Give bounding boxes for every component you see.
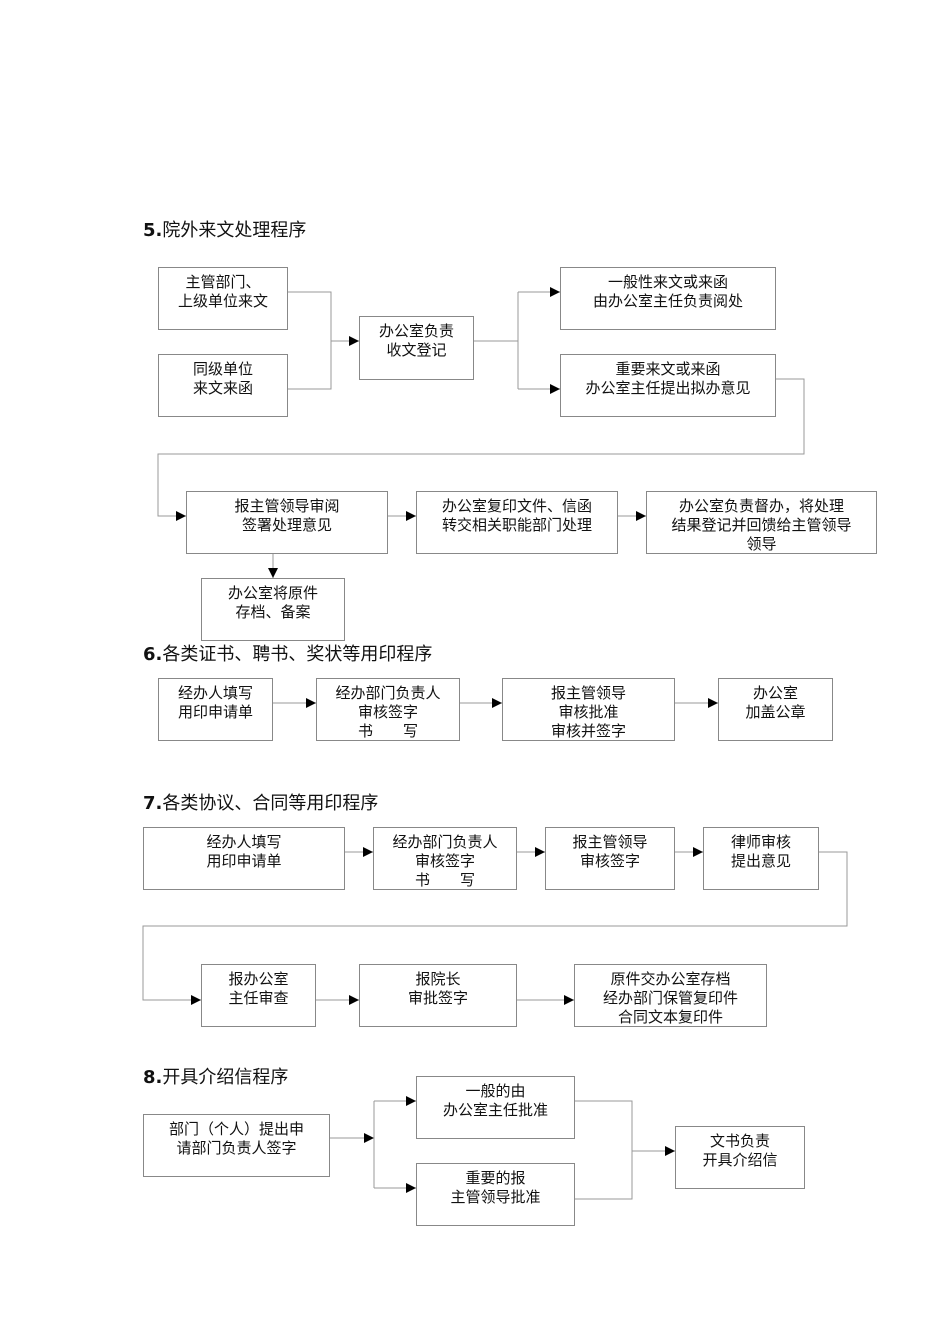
box-line: 报主管领导审阅 xyxy=(234,497,340,515)
s8-box-important: 重要的报 主管领导批准 xyxy=(416,1163,575,1226)
box-line: 重要来文或来函 xyxy=(615,360,721,378)
box-line: 上级单位来文 xyxy=(177,292,268,310)
box-line: 经办人填写 xyxy=(177,684,253,702)
s8-box-general: 一般的由 办公室主任批准 xyxy=(416,1076,575,1139)
box-line: 原件交办公室存档 xyxy=(610,970,731,988)
box-line: 经办部门负责人 xyxy=(392,833,498,851)
s5-box-archive: 办公室将原件 存档、备案 xyxy=(201,578,345,641)
section-7-text: 各类协议、合同等用印程序 xyxy=(162,793,379,814)
box-line: 一般性来文或来函 xyxy=(607,273,728,291)
box-line-clipped: 审核并签字 xyxy=(550,722,626,740)
box-line: 报主管领导 xyxy=(550,684,626,702)
s6-box-fill-application: 经办人填写 用印申请单 xyxy=(158,678,273,741)
connector-main-dept-to-merge xyxy=(287,291,332,341)
box-line: 主任审查 xyxy=(228,989,289,1007)
section-7-number: 7. xyxy=(143,793,163,814)
s5-box-main-dept-incoming: 主管部门、 上级单位来文 xyxy=(158,267,288,330)
section-6-title: 6.各类证书、聘书、奖状等用印程序 xyxy=(143,644,432,666)
box-line: 重要的报 xyxy=(465,1169,526,1187)
s5-box-peer-unit-incoming: 同级单位 来文来函 xyxy=(158,354,288,417)
box-line-clipped: 领导 xyxy=(746,535,777,553)
box-line-clipped: 书 写 xyxy=(414,871,475,889)
box-line-clipped: 合同文本复印件 xyxy=(617,1008,723,1026)
s7-box-fill-application: 经办人填写 用印申请单 xyxy=(143,827,345,890)
box-line: 存档、备案 xyxy=(235,603,311,621)
arrow-s7-lawyer-to-director xyxy=(142,851,848,1005)
box-line: 律师审核 xyxy=(730,833,791,851)
box-line: 由办公室主任负责阅处 xyxy=(592,292,743,310)
box-line: 部门（个人）提出申 xyxy=(168,1120,304,1138)
s6-box-leader-approve: 报主管领导 审核批准 审核并签字 xyxy=(502,678,675,741)
box-line: 收文登记 xyxy=(386,341,447,359)
box-line: 主管领导批准 xyxy=(450,1188,541,1206)
box-line: 审核签字 xyxy=(414,852,475,870)
section-5-text: 院外来文处理程序 xyxy=(162,220,307,241)
s6-box-dept-head: 经办部门负责人 审核签字 书 写 xyxy=(316,678,460,741)
box-line: 报办公室 xyxy=(228,970,289,988)
box-line: 审核批准 xyxy=(558,703,619,721)
s5-box-important: 重要来文或来函 办公室主任提出拟办意见 xyxy=(560,354,776,417)
box-line: 用印申请单 xyxy=(206,852,282,870)
box-line: 经办部门保管复印件 xyxy=(602,989,738,1007)
box-line: 同级单位 xyxy=(192,360,253,378)
box-line: 文书负责 xyxy=(709,1132,770,1150)
box-line: 提出意见 xyxy=(730,852,791,870)
section-5-title: 5.院外来文处理程序 xyxy=(143,220,306,242)
section-8-number: 8. xyxy=(143,1067,163,1088)
s5-box-copy-forward: 办公室复印文件、信函 转交相关职能部门处理 xyxy=(416,491,618,554)
s7-box-original-archive: 原件交办公室存档 经办部门保管复印件 合同文本复印件 xyxy=(574,964,767,1027)
box-line: 转交相关职能部门处理 xyxy=(441,516,592,534)
s6-box-office-seal: 办公室 加盖公章 xyxy=(718,678,833,741)
box-line: 办公室负责督办，将处理 xyxy=(678,497,844,515)
box-line: 审核签字 xyxy=(579,852,640,870)
box-line: 办公室将原件 xyxy=(227,584,318,602)
box-line: 开具介绍信 xyxy=(702,1151,778,1169)
arrow-important-to-leader xyxy=(157,378,805,521)
box-line: 报主管领导 xyxy=(572,833,648,851)
box-line: 一般的由 xyxy=(465,1082,526,1100)
s5-box-register: 办公室负责 收文登记 xyxy=(359,316,474,380)
box-line: 审核签字 xyxy=(357,703,418,721)
box-line: 办公室负责 xyxy=(378,322,454,340)
s7-box-president: 报院长 审批签字 xyxy=(359,964,517,1027)
s7-box-lawyer: 律师审核 提出意见 xyxy=(703,827,819,890)
section-8-text: 开具介绍信程序 xyxy=(162,1067,289,1088)
box-line: 来文来函 xyxy=(192,379,253,397)
box-line: 办公室 xyxy=(752,684,798,702)
box-line: 加盖公章 xyxy=(745,703,806,721)
box-line: 报院长 xyxy=(415,970,461,988)
s5-box-leader-review: 报主管领导审阅 签署处理意见 xyxy=(186,491,388,554)
box-line: 办公室复印文件、信函 xyxy=(441,497,592,515)
box-line: 主管部门、 xyxy=(185,273,261,291)
connector-s8-important-out xyxy=(575,1151,633,1200)
box-line: 经办人填写 xyxy=(206,833,282,851)
s8-box-clerk: 文书负责 开具介绍信 xyxy=(675,1126,805,1189)
box-line: 签署处理意见 xyxy=(241,516,332,534)
s5-box-supervise: 办公室负责督办，将处理 结果登记并回馈给主管领导 领导 xyxy=(646,491,877,554)
s5-box-general: 一般性来文或来函 由办公室主任负责阅处 xyxy=(560,267,776,330)
box-line: 办公室主任提出拟办意见 xyxy=(585,379,751,397)
s7-box-dept-head: 经办部门负责人 审核签字 书 写 xyxy=(373,827,517,890)
s7-box-leader-sign: 报主管领导 审核签字 xyxy=(545,827,675,890)
section-6-text: 各类证书、聘书、奖状等用印程序 xyxy=(162,644,433,665)
box-line-clipped: 书 写 xyxy=(357,722,418,740)
section-7-title: 7.各类协议、合同等用印程序 xyxy=(143,793,378,815)
section-5-number: 5. xyxy=(143,220,163,241)
section-6-number: 6. xyxy=(143,644,163,665)
box-line: 审批签字 xyxy=(407,989,468,1007)
section-8-title: 8.开具介绍信程序 xyxy=(143,1067,288,1089)
box-line: 请部门负责人签字 xyxy=(176,1139,297,1157)
box-line: 经办部门负责人 xyxy=(335,684,441,702)
box-line: 结果登记并回馈给主管领导 xyxy=(671,516,852,534)
box-line: 用印申请单 xyxy=(177,703,253,721)
s7-box-office-director: 报办公室 主任审查 xyxy=(201,964,316,1027)
connector-s8-general-out xyxy=(575,1100,633,1151)
s8-box-apply: 部门（个人）提出申 请部门负责人签字 xyxy=(143,1114,330,1177)
connector-peer-to-merge xyxy=(287,341,332,390)
box-line: 办公室主任批准 xyxy=(442,1101,548,1119)
